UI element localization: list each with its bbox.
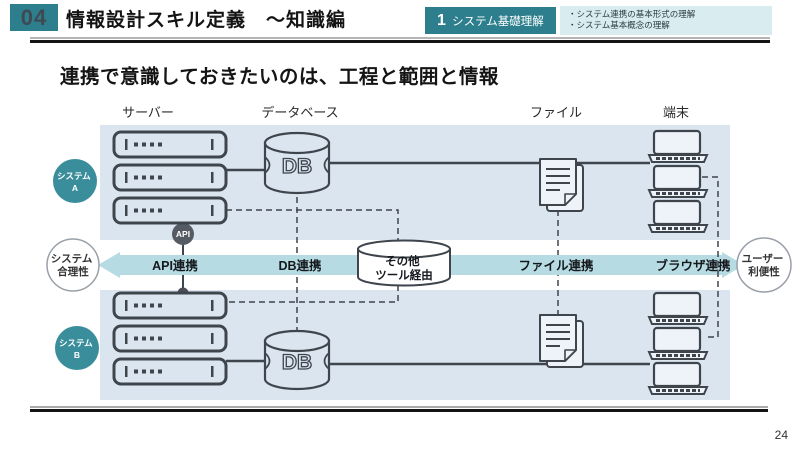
laptop-icon <box>647 164 709 199</box>
server-icon <box>112 163 228 192</box>
page-number: 24 <box>774 428 788 442</box>
bullet-item-2: ・システム基本概念の理解 <box>568 20 670 30</box>
db-link-label: DB連携 <box>278 258 322 273</box>
svg-text:ユーザー 利便性: ユーザー 利便性 <box>742 253 787 278</box>
file-icon-b <box>539 314 584 368</box>
svg-text:システム 合理性: システム 合理性 <box>51 253 96 278</box>
api-badge <box>172 223 194 245</box>
server-icon <box>112 291 228 320</box>
header-rule-dark <box>30 40 770 43</box>
database-icon-b: DB <box>263 329 331 391</box>
system-b-circle: システム B <box>55 326 99 370</box>
column-label-file: ファイル <box>530 105 582 120</box>
other-tool-label: その他 ツール経由 <box>375 254 433 282</box>
column-label-server: サーバー <box>122 105 174 120</box>
right-axis-circle: ユーザー 利便性 <box>736 237 792 293</box>
db-label-b: DB <box>282 351 312 374</box>
footer-rule-dark <box>30 409 768 412</box>
laptop-icon <box>647 326 709 361</box>
browser-connection-line <box>702 176 719 338</box>
svg-text:システム A: システム A <box>57 171 93 193</box>
header-rule-light <box>30 37 770 39</box>
other-tool-connection-top <box>226 209 399 245</box>
left-axis-circle: システム 合理性 <box>46 238 100 292</box>
server-icon <box>112 357 228 386</box>
api-link-label: API連携 <box>152 258 198 273</box>
db-label-a: DB <box>282 155 312 178</box>
section-badge: 1 システム基礎理解 <box>425 7 556 34</box>
integration-diagram: サーバー データベース ファイル 端末 API連携 DB連携 ファイル連携 ブラ… <box>46 105 792 400</box>
footer-rule-light <box>30 406 768 408</box>
other-tool-connection-bottom <box>226 285 399 303</box>
file-link-label: ファイル連携 <box>518 258 594 273</box>
slide-heading: 連携で意識しておきたいのは、工程と範囲と情報 <box>60 66 499 88</box>
server-icon <box>112 130 228 159</box>
bullet-item-1: ・システム連携の基本形式の理解 <box>568 9 696 19</box>
laptop-icon <box>647 291 709 326</box>
badge-bullet-notes: ・システム連携の基本形式の理解 ・システム基本概念の理解 <box>560 6 772 35</box>
server-icon <box>112 196 228 225</box>
column-label-terminal: 端末 <box>663 105 689 120</box>
header-title: 情報設計スキル定義 ～知識編 <box>66 10 347 31</box>
svg-text:システム B: システム B <box>59 338 95 360</box>
section-number-block: 04 <box>10 4 58 31</box>
server-icon <box>112 324 228 353</box>
database-icon-a: DB <box>263 131 331 195</box>
laptop-icon <box>647 129 709 164</box>
laptop-icon <box>647 361 709 396</box>
section-number: 04 <box>20 4 48 30</box>
column-label-database: データベース <box>261 105 338 120</box>
file-icon-a <box>539 158 584 212</box>
laptop-icon <box>647 199 709 234</box>
api-badge-label: API <box>176 229 190 239</box>
other-tool-cylinder: その他 ツール経由 <box>357 239 451 287</box>
badge-label: システム基礎理解 <box>452 15 544 28</box>
badge-number: 1 <box>437 11 446 29</box>
system-a-circle: システム A <box>53 159 97 203</box>
browser-link-label: ブラウザ連携 <box>655 258 731 273</box>
